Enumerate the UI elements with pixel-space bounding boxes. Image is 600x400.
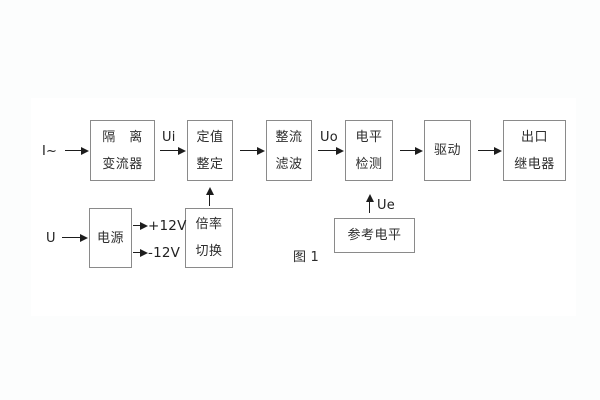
block-level-line2: 检测 xyxy=(355,156,383,172)
arrow-rectifier-to-level-icon xyxy=(318,145,344,157)
arrow-current-input-icon xyxy=(65,145,89,157)
arrow-ratio-to-setting-icon xyxy=(204,187,216,206)
block-level-line1: 电平 xyxy=(355,129,383,145)
block-isolation-line1: 隔 离 xyxy=(102,129,143,145)
block-setting-line1: 定值 xyxy=(196,129,224,145)
arrow-reference-to-level-icon xyxy=(364,194,376,213)
block-setting-line2: 整定 xyxy=(196,156,224,172)
block-level-detect: 电平 检测 xyxy=(345,120,393,181)
block-power-line1: 电源 xyxy=(96,230,124,246)
block-setting-adjust: 定值 整定 xyxy=(187,120,233,181)
arrow-plus12v-output-icon xyxy=(133,220,148,232)
block-reference-line1: 参考电平 xyxy=(347,228,402,243)
block-drive: 驱动 xyxy=(424,120,471,181)
arrow-isolation-to-setting-icon xyxy=(160,145,186,157)
block-rectifier-line1: 整流 xyxy=(275,129,303,145)
block-reference-level: 参考电平 xyxy=(334,218,415,253)
arrow-level-to-drive-icon xyxy=(400,145,423,157)
block-isolation-line2: 变流器 xyxy=(102,156,143,172)
label-signal-uo: Uo xyxy=(320,130,338,145)
arrow-voltage-input-icon xyxy=(62,232,88,244)
label-signal-ui: Ui xyxy=(162,130,176,145)
figure-caption: 图 1 xyxy=(293,250,320,265)
block-drive-line1: 驱动 xyxy=(433,143,461,158)
label-plus12v: +12V xyxy=(148,218,187,234)
label-voltage-input: U xyxy=(46,231,56,246)
label-current-input: I~ xyxy=(42,144,58,159)
block-rectifier-line2: 滤波 xyxy=(275,156,303,172)
block-relay-line1: 出口 xyxy=(520,129,548,145)
arrow-minus12v-output-icon xyxy=(133,247,148,259)
label-minus12v: -12V xyxy=(148,245,181,261)
arrow-setting-to-rectifier-icon xyxy=(240,145,265,157)
block-rectify-filter: 整流 滤波 xyxy=(266,120,312,181)
block-power-supply: 电源 xyxy=(89,208,132,268)
block-relay-line2: 继电器 xyxy=(514,156,555,172)
label-signal-ue: Ue xyxy=(377,198,395,213)
block-ratio-line2: 切换 xyxy=(195,244,223,259)
block-ratio-switch: 倍率 切换 xyxy=(185,208,233,268)
block-isolation-transformer: 隔 离 变流器 xyxy=(90,120,155,181)
block-output-relay: 出口 继电器 xyxy=(503,120,566,181)
arrow-drive-to-relay-icon xyxy=(478,145,502,157)
block-ratio-line1: 倍率 xyxy=(195,217,223,232)
